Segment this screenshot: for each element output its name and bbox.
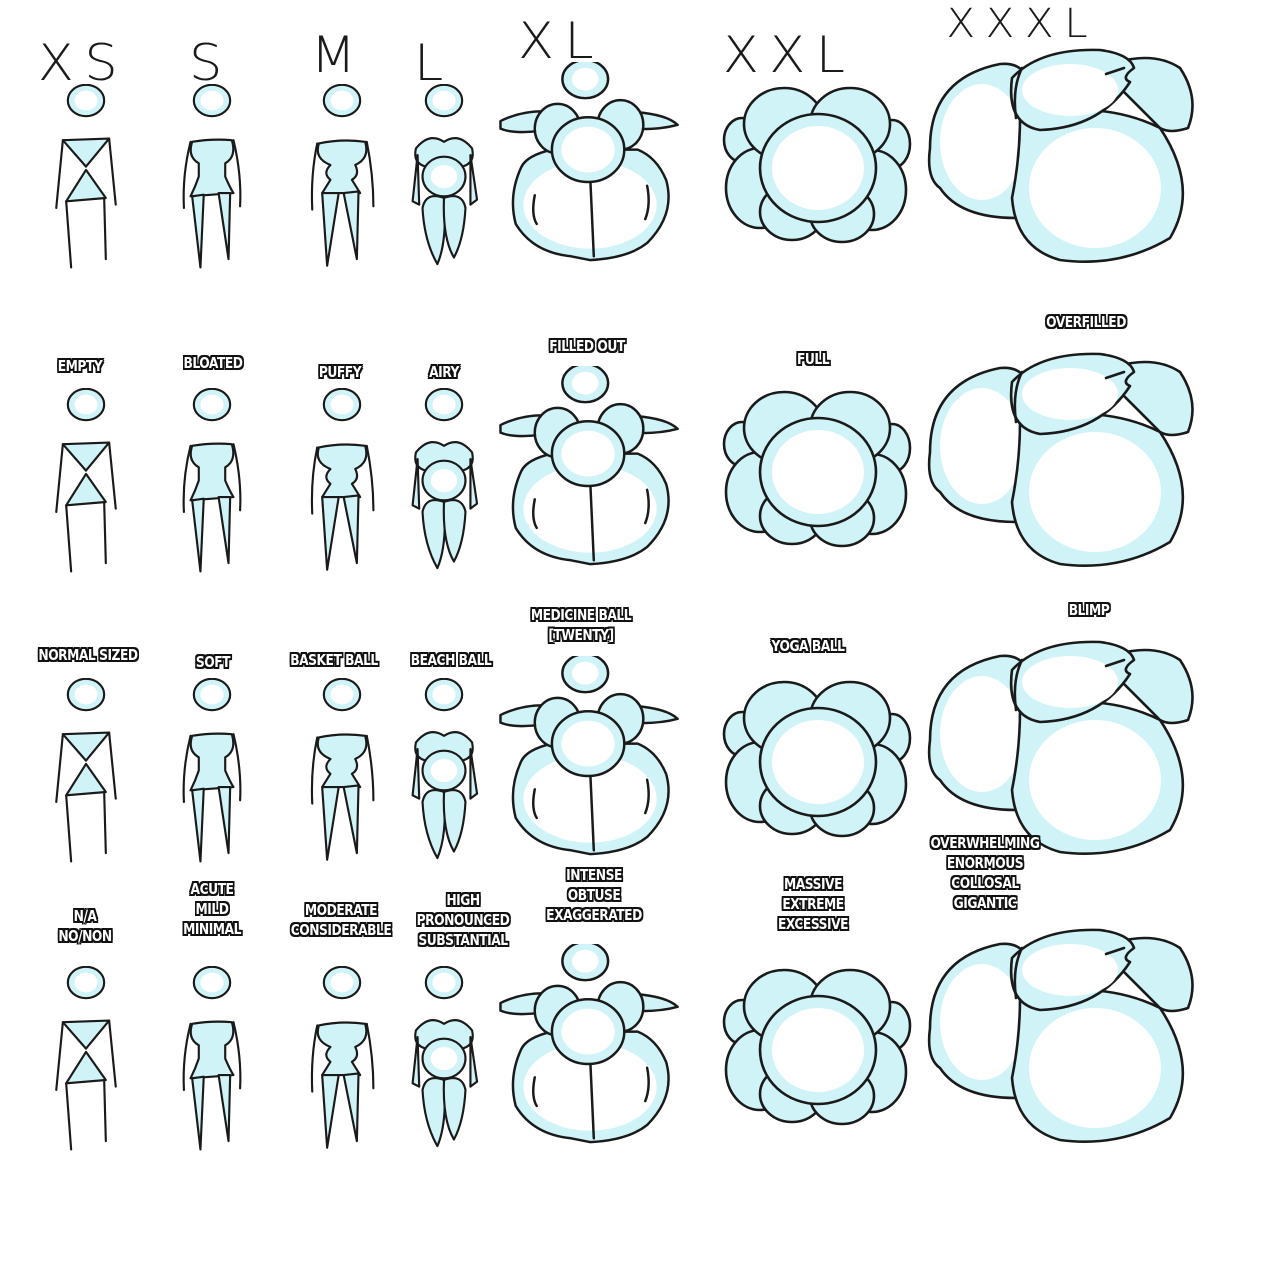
figure-xxl <box>722 84 912 244</box>
figure-blimp <box>920 630 1200 860</box>
label-overfilled: OVERFILLED <box>1046 313 1126 331</box>
label-acute-mild-minimal: ACUTE MILD MINIMAL <box>183 880 241 938</box>
figure-empty <box>46 388 126 578</box>
figure-high <box>404 966 484 1156</box>
label-na-nonon: N/A NO/NON <box>58 907 112 945</box>
figure-yoga-ball <box>722 678 912 838</box>
label-massive-extreme-excessive: MASSIVE EXTREME EXCESSIVE <box>777 875 849 933</box>
figure-intense <box>490 944 690 1144</box>
figure-l <box>404 84 484 274</box>
figure-overwhelming <box>920 918 1200 1148</box>
figure-filled-out <box>490 366 690 566</box>
figure-soft <box>172 678 252 868</box>
label-moderate-considerable: MODERATE CONSIDERABLE <box>290 901 392 939</box>
figure-massive <box>722 966 912 1126</box>
figure-medicine-ball <box>490 656 690 856</box>
label-airy: AIRY <box>429 363 459 381</box>
figure-na <box>46 966 126 1156</box>
label-bloated: BLOATED <box>183 354 243 372</box>
label-high-pronounced-substantial: HIGH PRONOUNCED SUBSTANTIAL <box>416 891 510 949</box>
figure-mild <box>172 966 252 1156</box>
label-yoga-ball: YOGA BALL <box>771 637 845 655</box>
size-header-xxl: XXL <box>722 26 856 84</box>
figure-bloated <box>172 388 252 578</box>
size-header-l: L <box>414 34 454 92</box>
figure-xxxl <box>920 38 1200 268</box>
label-normal-sized: NORMAL SIZED <box>38 646 138 664</box>
figure-puffy <box>302 388 382 578</box>
figure-s <box>172 84 252 274</box>
label-puffy: PUFFY <box>318 363 362 381</box>
label-overwhelming-enormous-collosal-gigantic: OVERWHELMING ENORMOUS COLLOSAL GIGANTIC <box>930 834 1040 912</box>
figure-normal-sized <box>46 678 126 868</box>
label-soft: SOFT <box>195 653 231 671</box>
figure-overfilled <box>920 342 1200 572</box>
figure-xs <box>46 84 126 274</box>
figure-basket-ball <box>302 678 382 868</box>
figure-beach-ball <box>404 678 484 868</box>
size-header-m: M <box>310 26 367 84</box>
label-beach-ball: BEACH BALL <box>410 651 492 669</box>
label-empty: EMPTY <box>57 357 103 375</box>
label-full: FULL <box>796 350 830 368</box>
size-header-xs: XS <box>37 34 129 92</box>
label-filled-out: FILLED OUT <box>549 337 625 355</box>
label-medicine-ball: MEDICINE BALL [TWENTY] <box>530 606 632 644</box>
size-header-xl: XL <box>517 12 605 70</box>
figure-m <box>302 84 382 274</box>
size-header-s: S <box>188 34 233 92</box>
figure-xl <box>490 62 690 262</box>
figure-moderate <box>302 966 382 1156</box>
label-intense-obtuse-exaggerated: INTENSE OBTUSE EXAGGERATED <box>546 866 642 924</box>
label-blimp: BLIMP <box>1068 601 1110 619</box>
figure-full <box>722 388 912 548</box>
figure-airy <box>404 388 484 578</box>
size-header-xxxl: XXXL <box>946 1 1099 47</box>
label-basket-ball: BASKET BALL <box>290 651 378 669</box>
